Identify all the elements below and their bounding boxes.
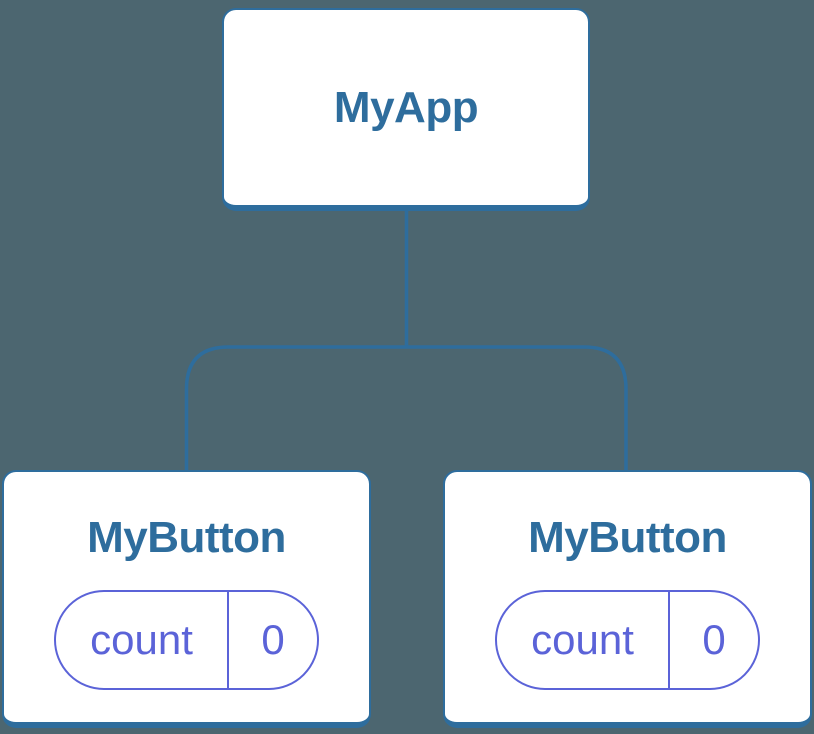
component-node-mybutton-right: MyButton count 0 <box>443 470 812 728</box>
state-key-label: count <box>56 592 229 688</box>
state-pill: count 0 <box>54 590 319 690</box>
component-node-myapp: MyApp <box>222 8 590 211</box>
component-name: MyButton <box>87 513 286 562</box>
component-name: MyButton <box>528 513 727 562</box>
component-node-mybutton-left: MyButton count 0 <box>2 470 371 728</box>
component-name: MyApp <box>333 82 479 132</box>
state-value: 0 <box>261 616 285 663</box>
state-value: 0 <box>702 616 726 663</box>
connector-branch <box>184 345 628 471</box>
state-pill: count 0 <box>495 590 760 690</box>
state-key-label: count <box>497 592 670 688</box>
